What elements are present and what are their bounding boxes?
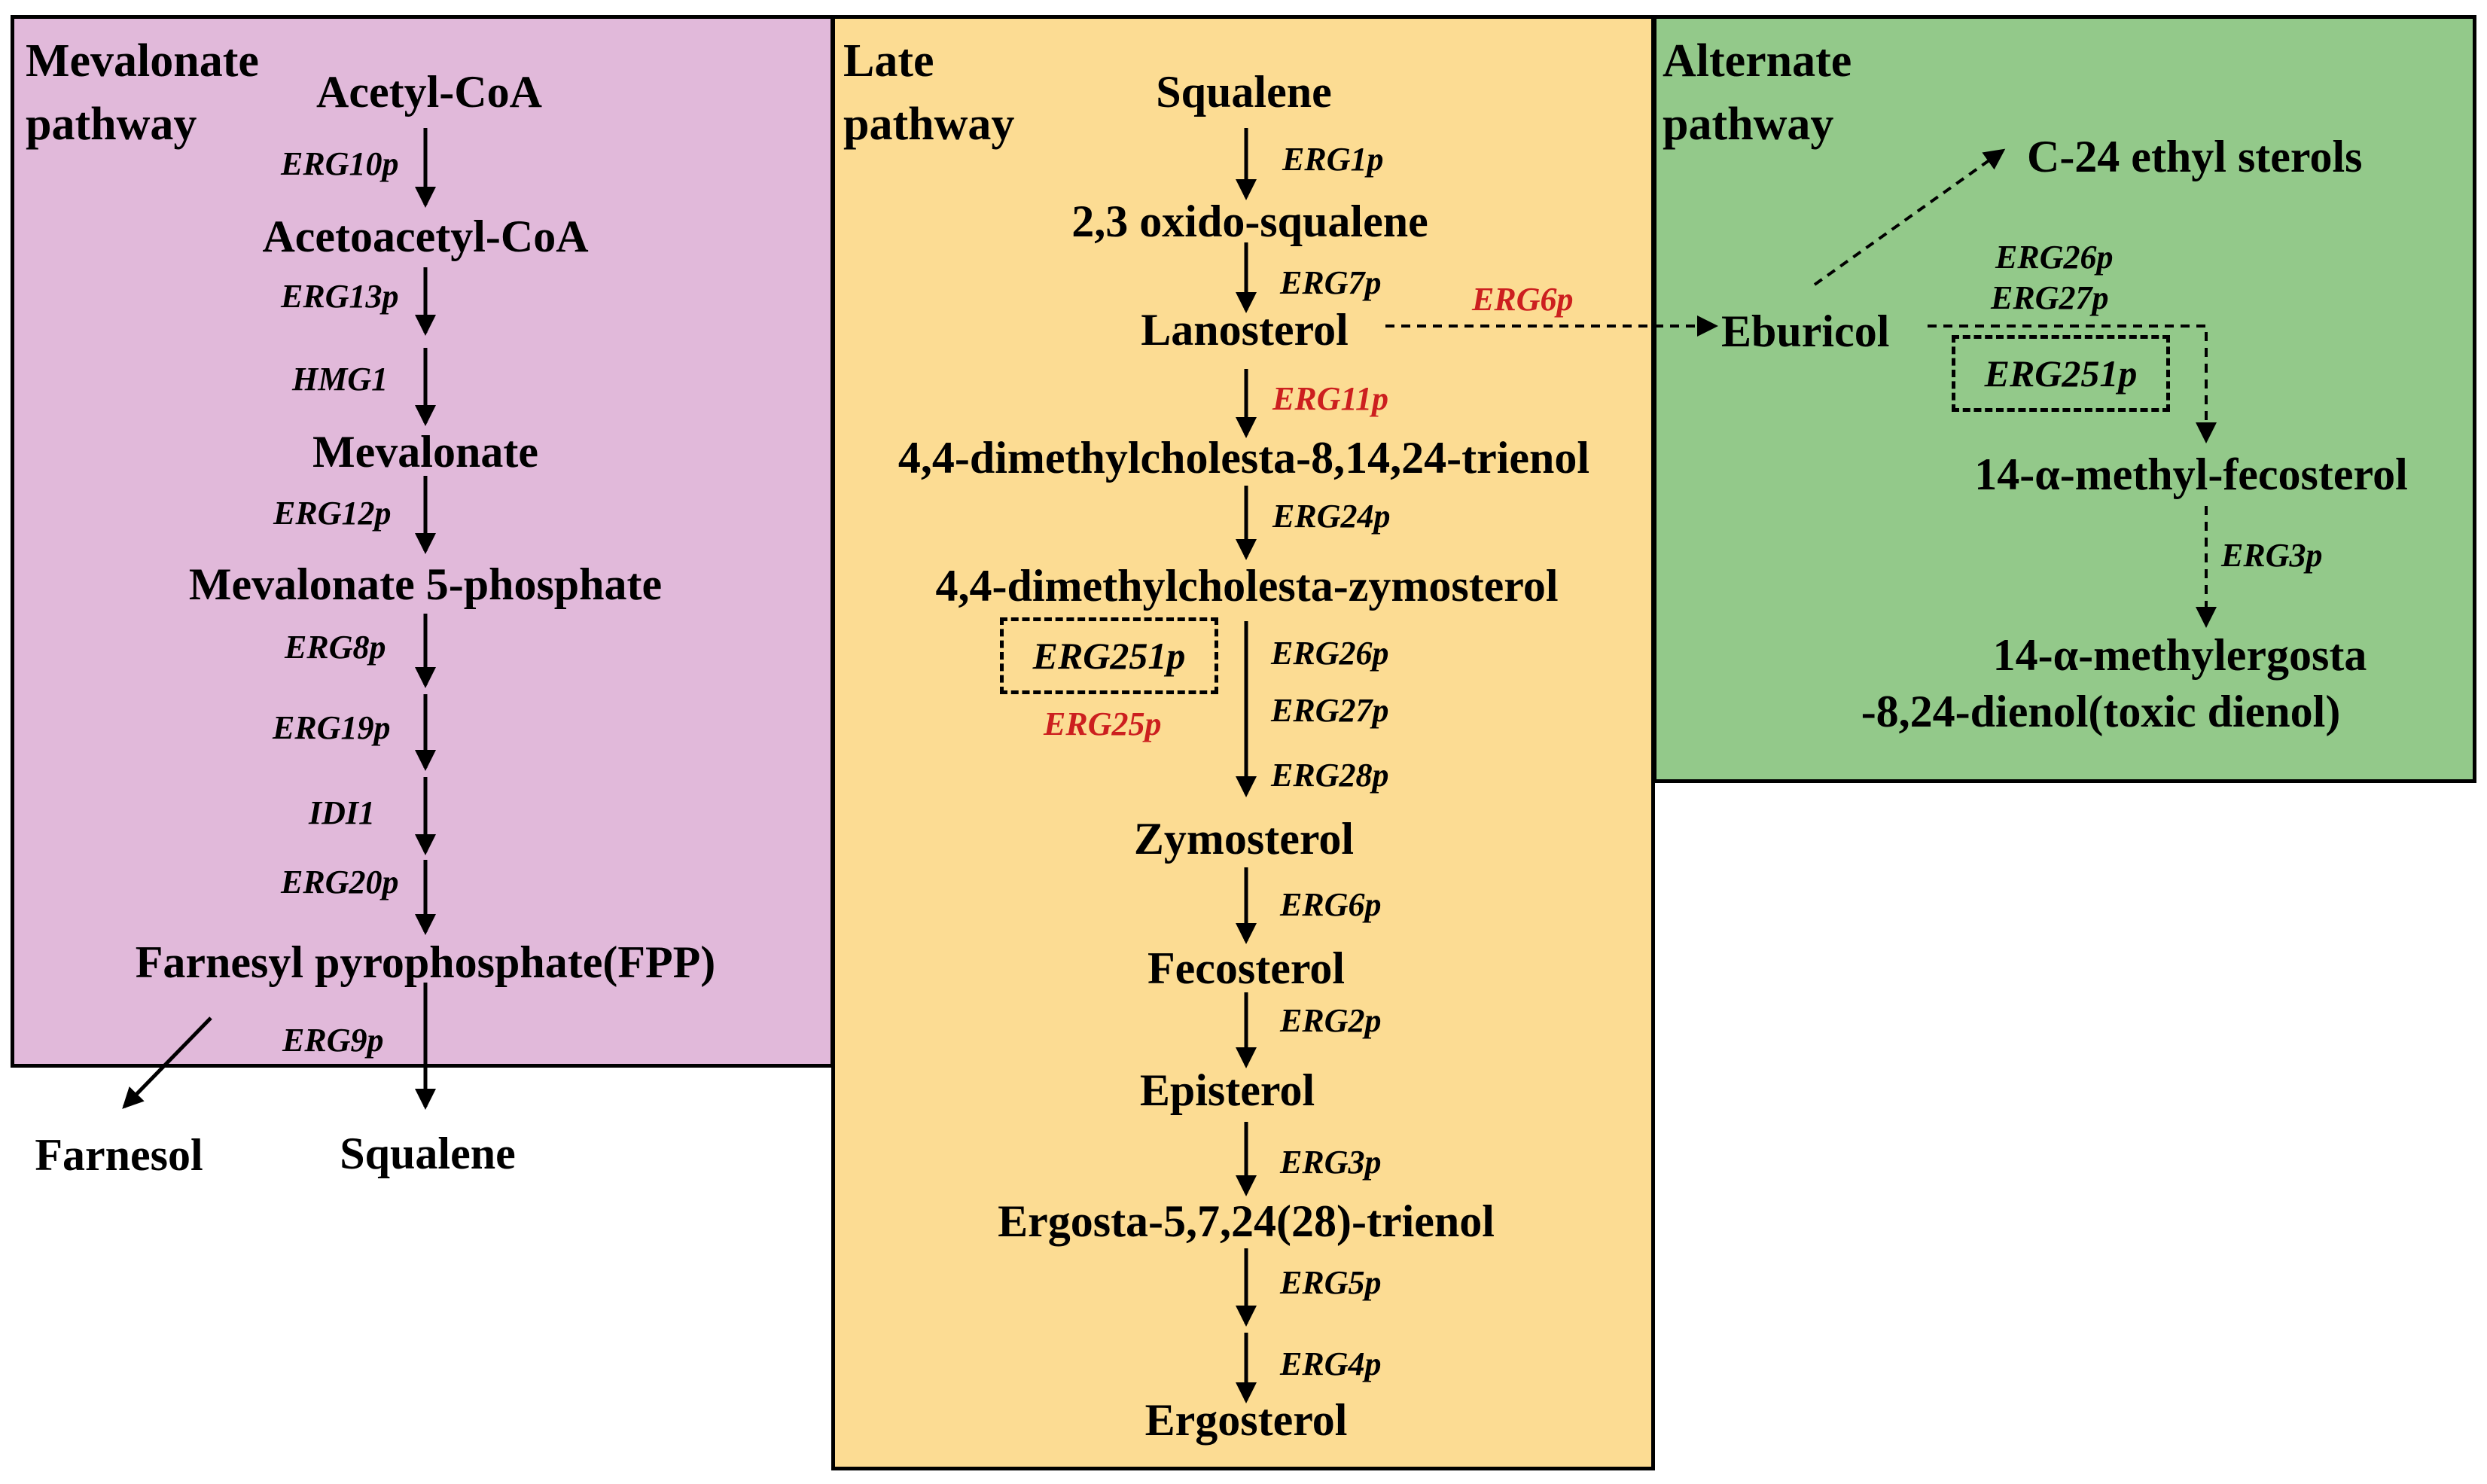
ergosta-trienol: Ergosta-5,7,24(28)-trienol [998, 1196, 1495, 1246]
enzyme-erg26p-alt: ERG26p [1995, 239, 2114, 276]
acetoacetyl-coa: Acetoacetyl-CoA [262, 212, 589, 261]
late-pathway-title: Late pathway [843, 35, 1015, 150]
erg251p-label-late: ERG251p [1032, 635, 1186, 677]
toxic-dienol-line1: 14-α-methylergosta [1992, 630, 2367, 680]
arrow-fpp-farnesol [122, 1016, 212, 1109]
arrow-eburicol-methylfecosterol [1928, 325, 2217, 443]
enzyme-erg5p: ERG5p [1280, 1264, 1382, 1301]
enzyme-erg3p-alt: ERG3p [2221, 537, 2323, 574]
acetyl-coa: Acetyl-CoA [316, 67, 542, 117]
enzyme-erg3p: ERG3p [1280, 1144, 1382, 1181]
mevalonate-5-phosphate: Mevalonate 5-phosphate [188, 559, 663, 609]
dimethylcholesta-zymosterol: 4,4-dimethylcholesta-zymosterol [935, 561, 1559, 611]
lanosterol: Lanosterol [1141, 305, 1349, 355]
enzyme-erg20p: ERG20p [281, 864, 399, 900]
zymosterol: Zymosterol [1133, 814, 1355, 864]
enzyme-erg6p: ERG6p [1280, 886, 1382, 923]
farnesyl-pyrophosphate: Farnesyl pyrophosphate(FPP) [135, 937, 716, 987]
farnesol: Farnesol [35, 1130, 203, 1180]
late-pathway-panel [831, 15, 1655, 1470]
enzyme-erg28p: ERG28p [1271, 757, 1389, 794]
enzyme-erg13p: ERG13p [281, 278, 399, 315]
eburicol: Eburicol [1721, 306, 1890, 356]
enzyme-erg24p: ERG24p [1272, 498, 1391, 535]
erg251p-box-alt: ERG251p [1952, 335, 2170, 412]
mevalonate-pathway-title: Mevalonate pathway [26, 35, 259, 150]
ergosterol: Ergosterol [1144, 1395, 1348, 1445]
enzyme-erg19p: ERG19p [273, 709, 391, 746]
enzyme-erg12p: ERG12p [273, 495, 392, 532]
alternate-pathway-title: Alternate pathway [1663, 35, 1852, 150]
arrow-eburicol-c24 [1813, 148, 2006, 286]
enzyme-idi1: IDI1 [309, 794, 376, 831]
enzyme-erg7p: ERG7p [1280, 264, 1382, 301]
alternate-pathway-panel [1653, 15, 2476, 783]
enzyme-erg11p: ERG11p [1272, 380, 1389, 417]
enzyme-erg27p: ERG27p [1271, 692, 1389, 729]
erg251p-label-alt: ERG251p [1984, 352, 2138, 395]
fecosterol: Fecosterol [1147, 943, 1346, 993]
enzyme-erg10p: ERG10p [281, 145, 399, 182]
enzyme-erg6p-branch: ERG6p [1472, 281, 1574, 318]
toxic-dienol-line2: -8,24-dienol(toxic dienol) [1861, 687, 2341, 736]
enzyme-erg4p: ERG4p [1280, 1345, 1382, 1382]
enzyme-erg1p: ERG1p [1282, 141, 1384, 178]
c24-ethyl-sterols: C-24 ethyl sterols [2027, 132, 2363, 181]
methyl-fecosterol: 14-α-methyl-fecosterol [1974, 449, 2408, 499]
episterol: Episterol [1139, 1065, 1315, 1115]
enzyme-erg26p: ERG26p [1271, 635, 1389, 672]
squalene: Squalene [1156, 67, 1332, 117]
enzyme-erg8p: ERG8p [285, 629, 386, 666]
enzyme-hmg1: HMG1 [292, 361, 389, 398]
enzyme-erg27p-alt: ERG27p [1991, 279, 2109, 316]
enzyme-erg25p: ERG25p [1044, 705, 1162, 742]
enzyme-erg2p: ERG2p [1280, 1002, 1382, 1039]
dimethylcholesta-trienol: 4,4-dimethylcholesta-8,14,24-trienol [898, 433, 1590, 483]
erg251p-box-late: ERG251p [1000, 617, 1218, 694]
squalene-product: Squalene [340, 1129, 516, 1178]
oxidosqualene: 2,3 oxido-squalene [1071, 197, 1428, 246]
enzyme-erg9p: ERG9p [282, 1022, 384, 1059]
mevalonate: Mevalonate [312, 427, 538, 477]
